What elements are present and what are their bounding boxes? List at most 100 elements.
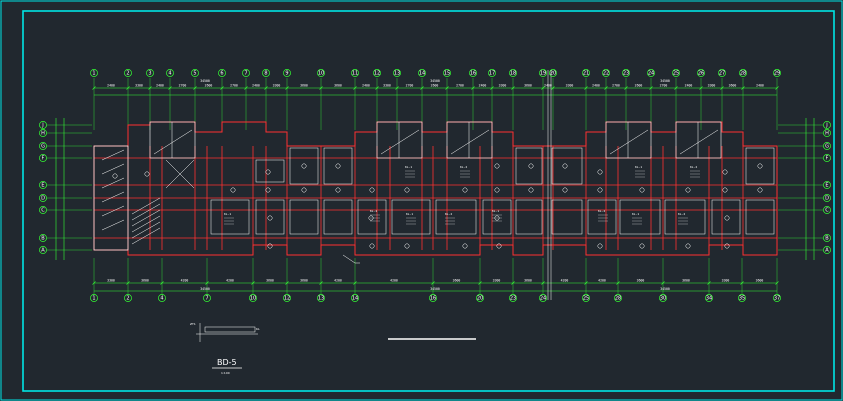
top-dim-value: 2600 [431, 84, 439, 88]
dim-tick [193, 86, 197, 90]
bottom-axis-bubble [90, 294, 98, 302]
bottom-dim-value: 4200 [390, 279, 398, 283]
column-marker [528, 163, 534, 169]
column-marker [265, 187, 271, 193]
bottom-axis-bubble [509, 294, 517, 302]
top-axis-bubble [488, 69, 496, 77]
top-axis-label: 1 [92, 71, 95, 77]
building-outline [93, 121, 778, 256]
top-axis-bubble [469, 69, 477, 77]
left-axis-label: B [41, 236, 45, 242]
room-outline [482, 199, 512, 235]
left-axis-label: F [42, 156, 45, 162]
column-marker [724, 215, 730, 221]
dim-tick [285, 281, 289, 285]
column-marker [722, 169, 728, 175]
bottom-dim-value: 3600 [524, 279, 532, 283]
top-dim-value: 3300 [273, 84, 281, 88]
right-axis-label: A [825, 248, 829, 254]
dim-tick [251, 281, 255, 285]
top-dim-value: 2400 [107, 84, 115, 88]
bottom-total-value: 34500 [430, 287, 440, 291]
dim-tick [490, 86, 494, 90]
dim-tick [775, 281, 779, 285]
top-axis-label: 12 [374, 71, 380, 77]
top-axis-bubble [718, 69, 726, 77]
drawing-title: BD-5 [217, 358, 237, 367]
top-total-value: 34500 [430, 79, 440, 83]
stair-diagonal [153, 129, 193, 155]
room-label: KL-2 [678, 212, 685, 216]
room-label: KL-1 [635, 165, 642, 169]
room-outline [323, 199, 353, 235]
column-marker [496, 243, 502, 249]
top-axis-bubble [739, 69, 747, 77]
left-axis-bubble [39, 129, 47, 137]
inner-frame [22, 10, 835, 392]
column-marker [597, 169, 603, 175]
bottom-axis-label: 28 [615, 296, 621, 302]
room-label: KL-1 [405, 165, 412, 169]
bottom-axis-label: 30 [660, 296, 666, 302]
room-label: KL-1 [632, 212, 639, 216]
left-axis-bubble [39, 121, 47, 129]
bottom-axis-label: 20 [477, 296, 483, 302]
room-box [93, 145, 129, 251]
bottom-dim-value: 3600 [300, 279, 308, 283]
top-dim-value: 2700 [230, 84, 238, 88]
left-axis-label: C [41, 208, 45, 214]
top-axis-label: 22 [603, 71, 609, 77]
top-axis-bubble [218, 69, 226, 77]
column-marker [757, 187, 763, 193]
top-dim-value: 2400 [685, 84, 693, 88]
top-axis-label: 14 [419, 71, 425, 77]
right-axis-label: J [825, 123, 827, 129]
column-marker [301, 163, 307, 169]
top-axis-label: 15 [444, 71, 450, 77]
top-dim-value: 3600 [300, 84, 308, 88]
top-axis-label: 18 [510, 71, 516, 77]
room-outline [551, 147, 583, 185]
bottom-axis-bubble [582, 294, 590, 302]
right-axis-bubble [823, 181, 831, 189]
top-dim-value: 2600 [205, 84, 213, 88]
bottom-axis-bubble [317, 294, 325, 302]
top-dim-value: 2700 [660, 84, 668, 88]
bottom-total-value: 34500 [660, 287, 670, 291]
room-outline [551, 199, 583, 235]
dim-tick [160, 281, 164, 285]
stair-tread [101, 177, 125, 189]
dim-tick [584, 86, 588, 90]
dim-tick [431, 281, 435, 285]
bottom-axis-label: 2 [126, 296, 129, 302]
dim-tick [420, 86, 424, 90]
top-axis-label: 17 [489, 71, 495, 77]
stair-box [675, 121, 722, 159]
top-axis-bubble [602, 69, 610, 77]
room-outline [391, 199, 431, 235]
dim-tick [92, 86, 96, 90]
dim-tick [375, 86, 379, 90]
top-axis-bubble [393, 69, 401, 77]
top-axis-label: 24 [648, 71, 654, 77]
left-axis-label: A [41, 248, 45, 254]
bottom-dim-value: 4200 [226, 279, 234, 283]
dim-tick [126, 281, 130, 285]
bottom-axis-label: 14 [352, 296, 358, 302]
top-axis-bubble [549, 69, 557, 77]
top-axis-bubble [697, 69, 705, 77]
bottom-axis-label: 37 [774, 296, 780, 302]
right-axis-label: C [825, 208, 829, 214]
room-outline [515, 199, 543, 235]
dim-tick [353, 281, 357, 285]
top-axis-bubble [124, 69, 132, 77]
bottom-axis-label: 16 [430, 296, 436, 302]
bottom-axis-bubble [124, 294, 132, 302]
column-marker [562, 187, 568, 193]
column-marker [112, 173, 118, 179]
top-dim-value: 2700 [612, 84, 620, 88]
dim-tick [511, 86, 515, 90]
column-marker [404, 187, 410, 193]
